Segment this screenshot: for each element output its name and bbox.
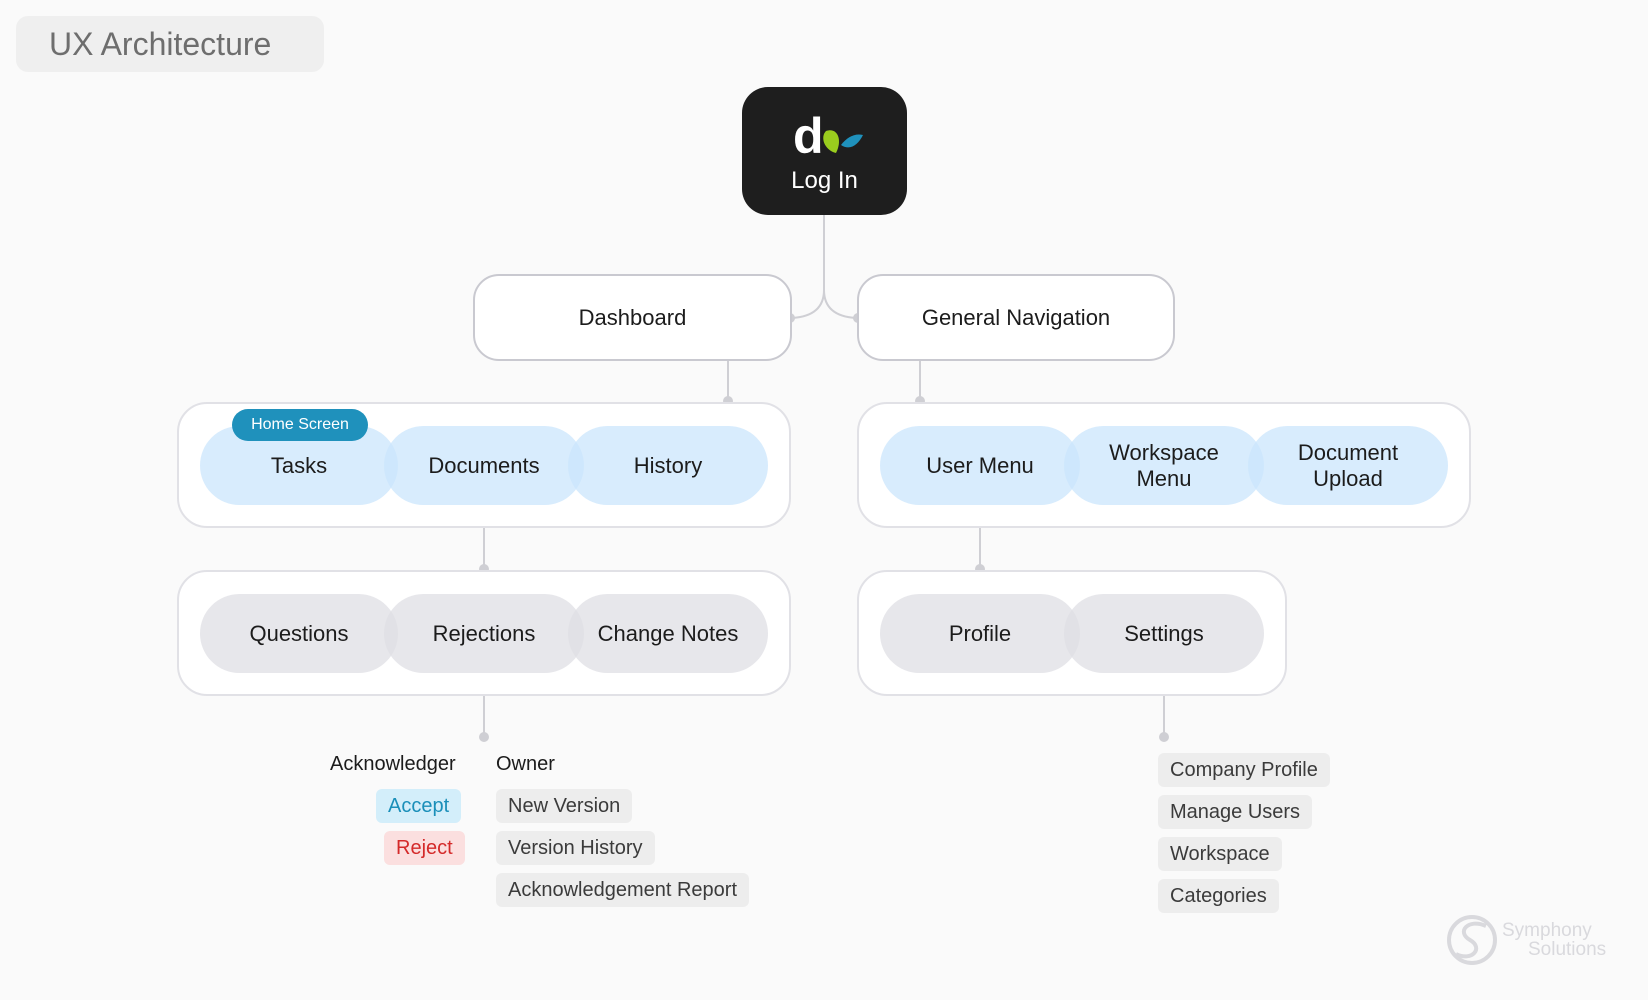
connector-login-navigation [823, 215, 857, 319]
settings-pill[interactable]: Settings [1064, 594, 1264, 673]
change-notes-pill[interactable]: Change Notes [568, 594, 768, 673]
svg-text:d: d [793, 111, 824, 161]
login-node[interactable]: d Log In [742, 87, 907, 215]
connector-dot [1159, 732, 1169, 742]
history-pill[interactable]: History [568, 426, 768, 505]
acknowledgement-report-chip[interactable]: Acknowledgement Report [496, 873, 750, 907]
documents-pill[interactable]: Documents [384, 426, 584, 505]
acknowledger-heading: Acknowledger [330, 753, 456, 775]
categories-chip[interactable]: Categories [1158, 879, 1279, 913]
connector-dot [479, 732, 489, 742]
page-title: UX Architecture [16, 16, 324, 72]
new-version-chip[interactable]: New Version [496, 789, 633, 823]
general-navigation-node[interactable]: General Navigation [857, 274, 1175, 361]
profile-pill[interactable]: Profile [880, 594, 1080, 673]
company-profile-chip[interactable]: Company Profile [1158, 753, 1330, 787]
version-history-chip[interactable]: Version History [496, 831, 655, 865]
brand-line-1: Symphony [1502, 920, 1592, 941]
reject-chip[interactable]: Reject [384, 831, 465, 865]
manage-users-chip[interactable]: Manage Users [1158, 795, 1313, 829]
questions-pill[interactable]: Questions [200, 594, 398, 673]
workspace-menu-pill[interactable]: Workspace Menu [1064, 426, 1264, 505]
symphony-solutions-logo: Symphony Solutions [1447, 915, 1606, 965]
app-logo-icon: d [793, 111, 863, 161]
owner-heading: Owner [496, 753, 555, 775]
login-label: Log In [791, 167, 858, 194]
home-screen-badge: Home Screen [232, 409, 368, 441]
dashboard-node[interactable]: Dashboard [473, 274, 792, 361]
rejections-pill[interactable]: Rejections [384, 594, 584, 673]
document-upload-pill[interactable]: Document Upload [1248, 426, 1448, 505]
user-menu-pill[interactable]: User Menu [880, 426, 1080, 505]
brand-line-2: Solutions [1528, 939, 1606, 960]
connector-login-dashboard [791, 215, 825, 319]
workspace-chip[interactable]: Workspace [1158, 837, 1282, 871]
accept-chip[interactable]: Accept [376, 789, 462, 823]
